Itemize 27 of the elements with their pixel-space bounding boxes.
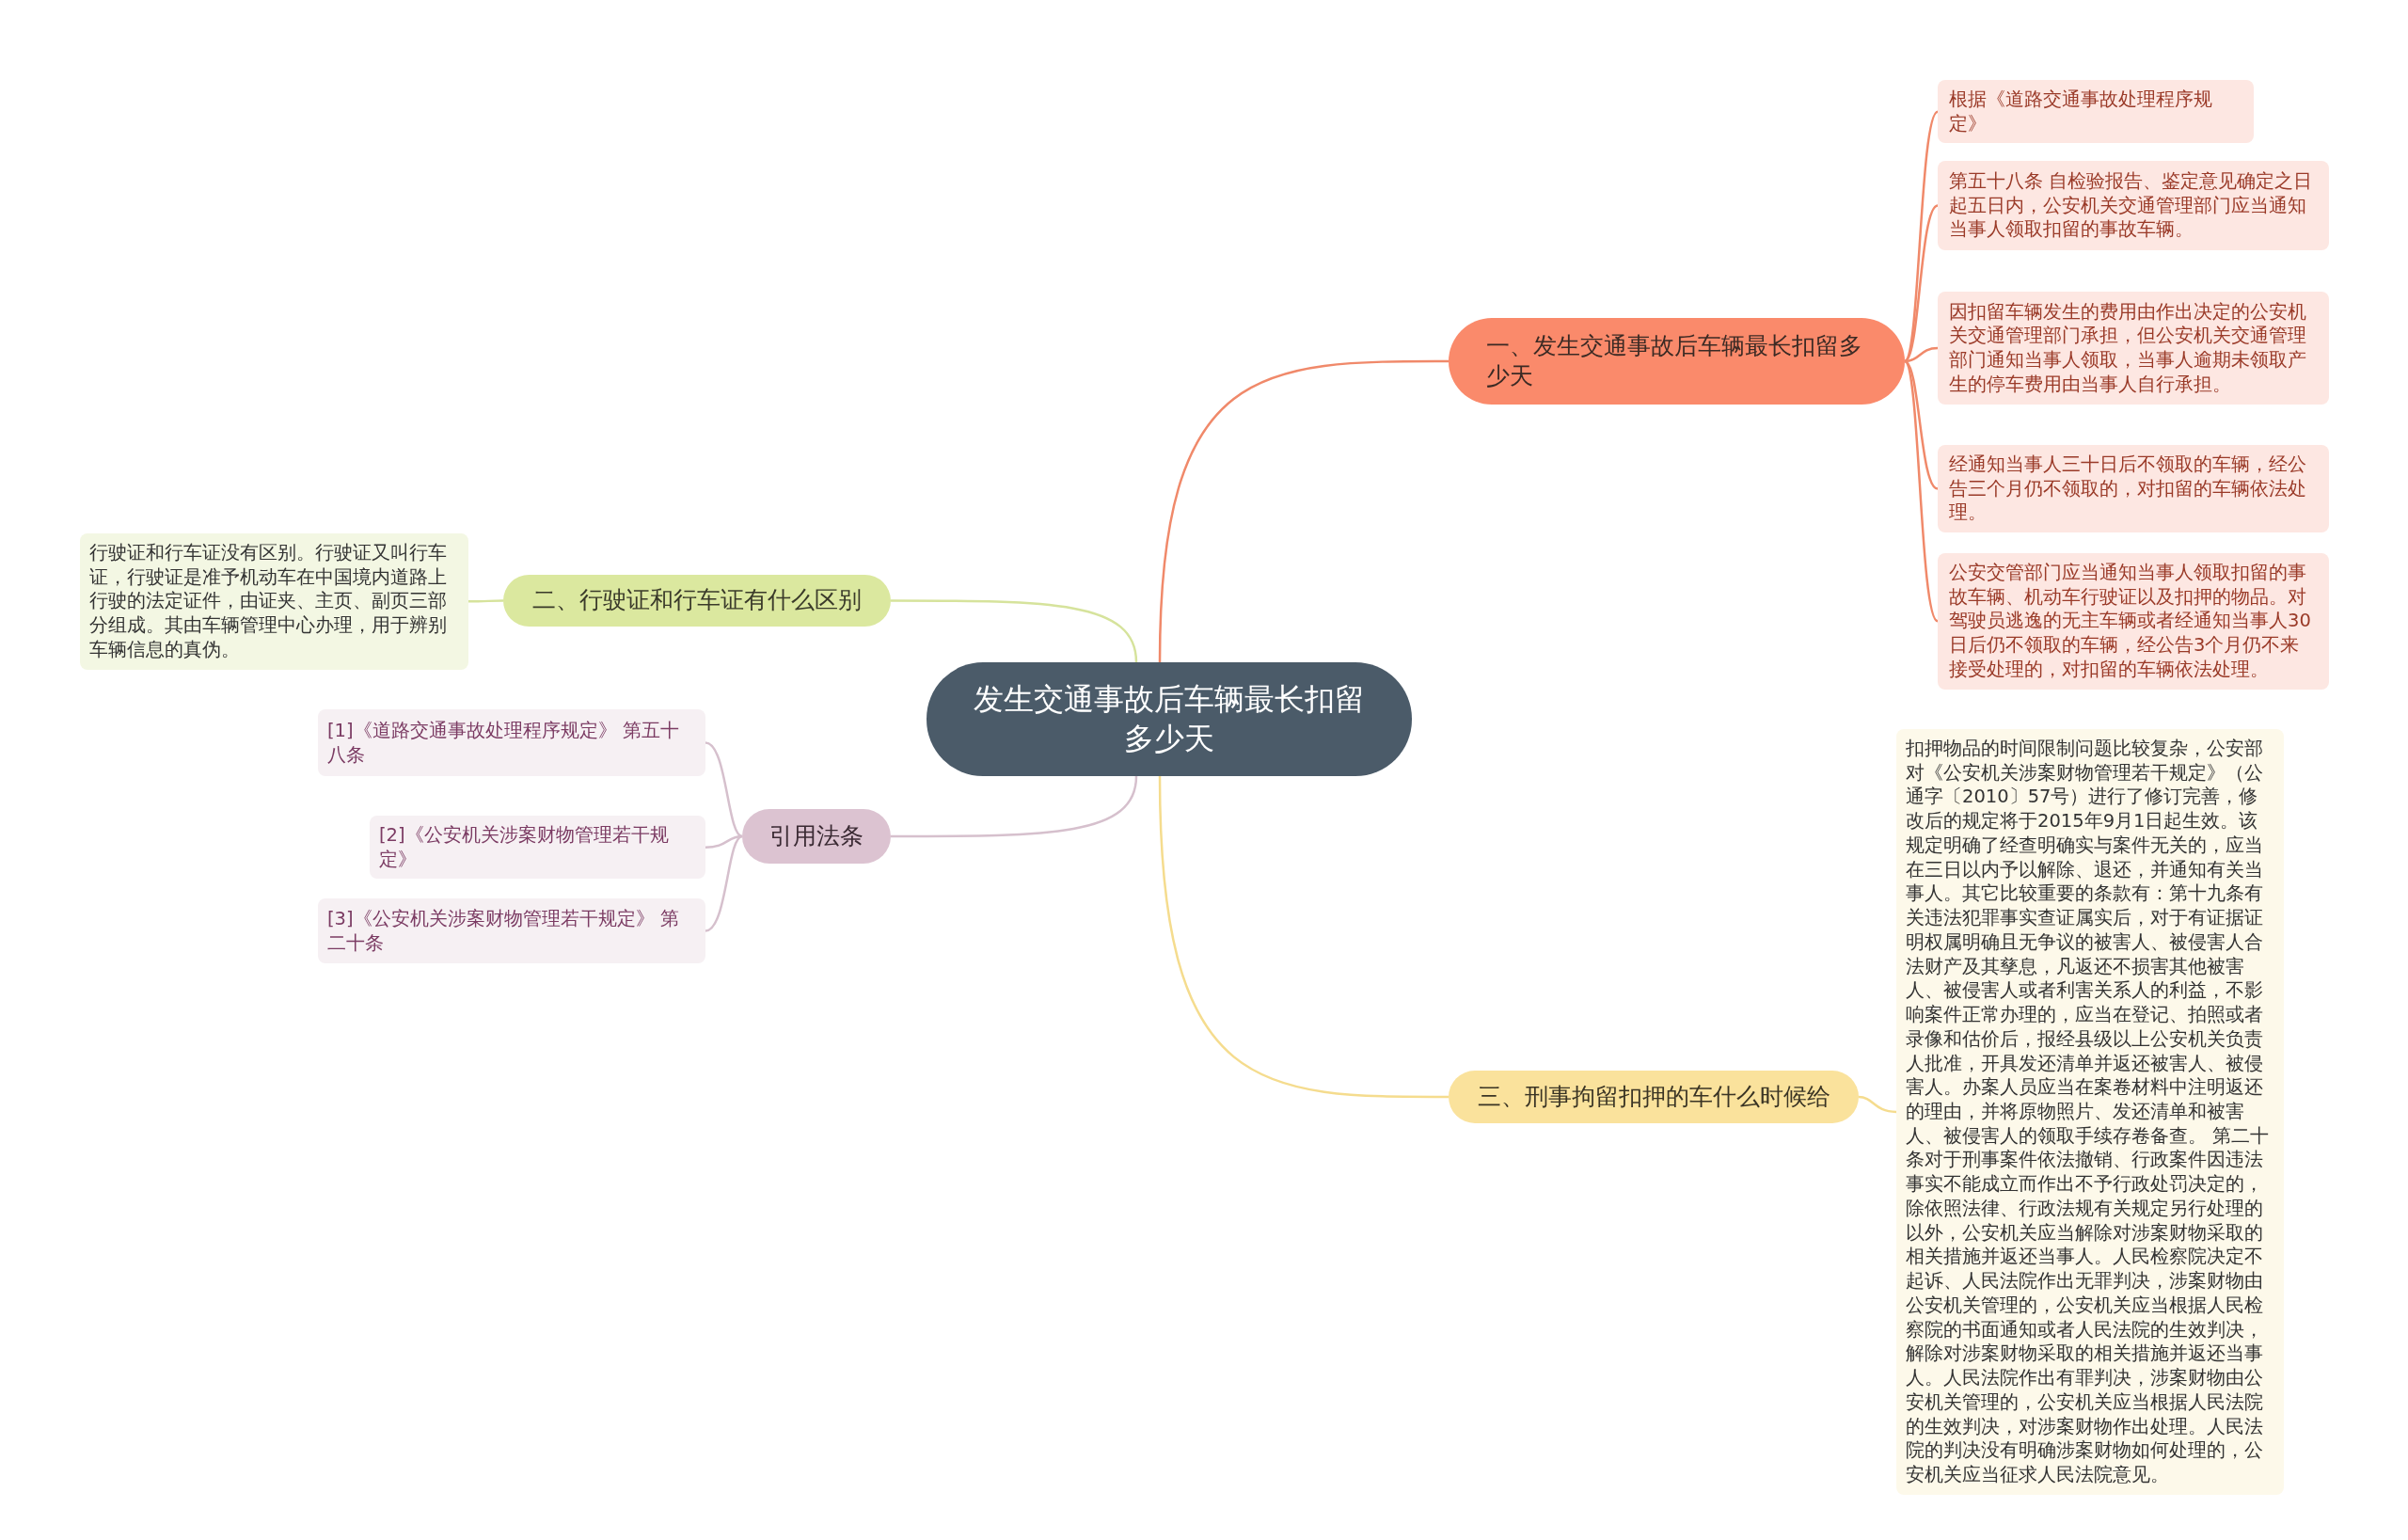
connector xyxy=(1158,775,1449,1099)
connector xyxy=(705,834,743,932)
connector xyxy=(891,775,1138,838)
connector xyxy=(1903,110,1939,362)
note-card: 经通知当事人三十日后不领取的车辆，经公告三个月仍不领取的，对扣留的车辆依法处理。 xyxy=(1938,445,2329,533)
branch-topic: 三、刑事拘留扣押的车什么时候给 xyxy=(1449,1071,1859,1123)
note-card: 扣押物品的时间限制问题比较复杂，公安部对《公安机关涉案财物管理若干规定》（公通字〔2010〕57号）进行了修订完善，修改后的规定将于2015年9月1日起生效。该规定明确了经查明确实与案件无关的，应当在三日以内予以解除、退还，并通知有关当事人。其它比较重要的条款有：第十九条有关违法犯罪事实查证属实后，对于有证据证明权属明确且无争议的被害人、被侵害人合法财产及其孳息，凡返还不损害其他被害人、被侵害人或者利害关系人的利益，不影响案件正常办理的，应当在登记、拍照或者录像和估价后，报经县级以上公安机关负责人批准，开具发还清单并返还被害人、被侵害人。办案人员应当在案卷材料中注明返还的理由，并将原物照片、发还清单和被害人、被侵害人的领取手续存卷备查。 第二十条对于刑事案件依法撤销、行政案件因违法事实不能成立而作出不予行政处罚决定的，除依照法律、行政法规有关规定另行处理的以外，公安机关应当解除对涉案财物采取的相关措施并返还当事人。人民检察院决定不起诉、人民法院作出无罪判决，涉案财物由公安机关管理的，公安机关应当根据人民检察院的书面通知或者人民法院的生效判决，解除对涉案财物采取的相关措施并返还当事人。人民法院作出有罪判决，涉案财物由公安机关管理的，公安机关应当根据人民法院的生效判决，对涉案财物作出处理。人民法院的判决没有明确涉案财物如何处理的，公安机关应当征求人民法院意见。 xyxy=(1896,729,2284,1495)
branch-topic: 一、发生交通事故后车辆最长扣留多少天 xyxy=(1449,318,1905,405)
connector xyxy=(705,741,743,838)
note-card: 第五十八条 自检验报告、鉴定意见确定之日起五日内，公安机关交通管理部门应当通知当事人领取扣留的事故车辆。 xyxy=(1938,161,2329,250)
note-card: 行驶证和行车证没有区别。行驶证又叫行车证，行驶证是准予机动车在中国境内道路上行驶的法定证件，由证夹、主页、副页三部分组成。其由车辆管理中心办理，用于辨别车辆信息的真伪。 xyxy=(80,533,468,670)
connector xyxy=(1903,360,1939,623)
connector xyxy=(468,599,503,603)
reference-card: [1]《道路交通事故处理程序规定》 第五十八条 xyxy=(318,709,705,776)
note-card: 公安交管部门应当通知当事人领取扣留的事故车辆、机动车行驶证以及扣押的物品。对驾驶员逃逸的无主车辆或者经通知当事人30日后仍不领取的车辆，经公告3个月仍不来接受处理的，对扣留的车辆依法处理。 xyxy=(1938,553,2329,690)
branch-topic: 引用法条 xyxy=(742,809,891,864)
reference-card: [2]《公安机关涉案财物管理若干规定》 xyxy=(370,816,705,880)
central-topic: 发生交通事故后车辆最长扣留多少天 xyxy=(927,662,1412,776)
note-card: 根据《道路交通事故处理程序规定》 xyxy=(1938,80,2254,144)
connector xyxy=(1904,360,1939,490)
branch-topic: 二、行驶证和行车证有什么区别 xyxy=(503,575,891,627)
connector xyxy=(891,599,1138,663)
connector xyxy=(1904,346,1939,363)
connector xyxy=(1858,1095,1897,1114)
connector xyxy=(1158,359,1449,663)
note-card: 因扣留车辆发生的费用由作出决定的公安机关交通管理部门承担，但公安机关交通管理部门通知当事人领取，当事人逾期未领取产生的停车费用由当事人自行承担。 xyxy=(1938,292,2329,405)
reference-card: [3]《公安机关涉案财物管理若干规定》 第二十条 xyxy=(318,898,705,963)
